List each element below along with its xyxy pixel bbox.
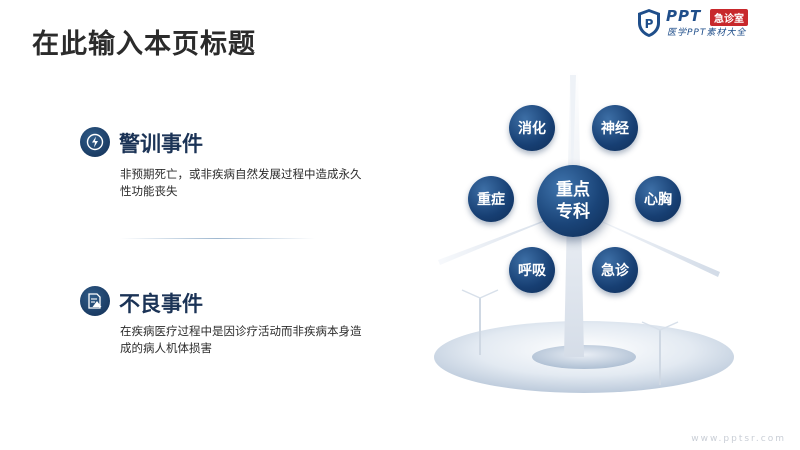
section-divider: [120, 238, 315, 239]
windmill-blade-left: [438, 210, 572, 265]
bubble-cardiothoracic: 心胸: [635, 176, 681, 222]
logo-subtitle: 医学PPT素材大全: [667, 28, 747, 38]
logo-brand-text: PPT: [666, 7, 702, 25]
footer-url: www.pptsr.com: [691, 434, 786, 444]
shield-logo-icon: P: [638, 9, 660, 37]
item-heading-adverse: 不良事件: [119, 292, 203, 316]
bubble-digestive: 消化: [509, 105, 555, 151]
document-warning-icon: [80, 286, 110, 316]
item-description-sentinel: 非预期死亡，或非疾病自然发展过程中造成永久性功能丧失: [120, 167, 362, 198]
item-description-adverse: 在疾病医疗过程中是因诊疗活动而非疾病本身造成的病人机体损害: [120, 324, 362, 355]
lightning-shield-icon: [80, 127, 110, 157]
item-heading-sentinel: 警训事件: [119, 132, 203, 156]
center-label-line2: 专科: [556, 202, 590, 222]
page-title: 在此输入本页标题: [32, 29, 256, 60]
bubble-critical-care: 重症: [468, 176, 514, 222]
logo-badge: 急诊室: [710, 9, 748, 26]
bubble-neuro: 神经: [592, 105, 638, 151]
brand-logo: P PPT 急诊室 医学PPT素材大全: [636, 6, 786, 42]
specialty-windmill-graphic: 消化 神经 重症 心胸 呼吸 急诊 重点 专科: [420, 60, 740, 400]
svg-text:P: P: [645, 17, 654, 31]
windmill-backdrop: [434, 70, 734, 393]
center-key-specialty: 重点 专科: [537, 165, 609, 237]
bubble-emergency: 急诊: [592, 247, 638, 293]
windmill-blade-right: [576, 210, 720, 277]
center-label-line1: 重点: [556, 180, 590, 200]
bubble-respiratory: 呼吸: [509, 247, 555, 293]
